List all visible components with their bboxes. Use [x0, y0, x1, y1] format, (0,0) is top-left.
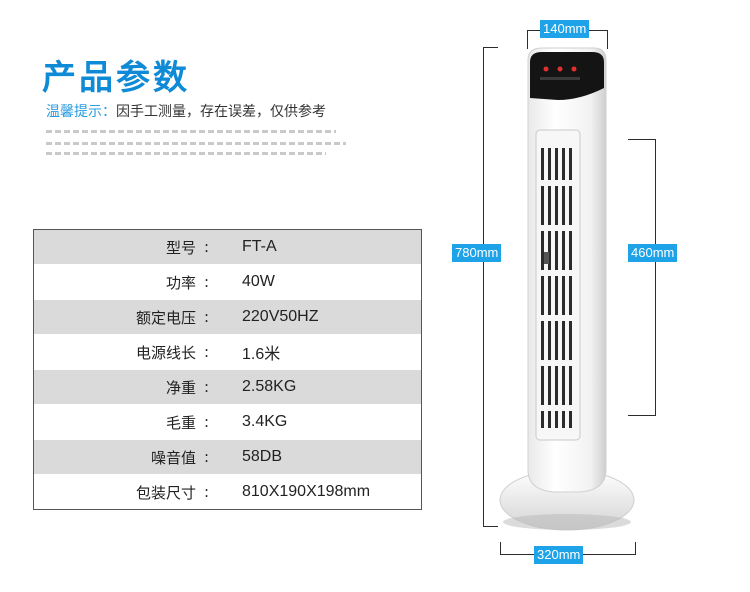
disclaimer: 温馨提示：因手工测量，存在误差，仅供参考	[46, 101, 326, 121]
spec-colon: :	[204, 343, 210, 361]
spec-row: 电源线长: 1.6米	[34, 335, 421, 370]
spec-value: 220V50HZ	[242, 308, 319, 325]
spec-value: 40W	[242, 273, 275, 290]
grille-height-bracket	[628, 139, 656, 416]
spec-colon: :	[204, 448, 210, 466]
spec-table: 型号: FT-A 功率: 40W 额定电压: 220V50HZ 电源线长: 1.6米 净…	[33, 229, 422, 510]
spec-key: 毛重	[165, 413, 196, 432]
spec-row: 噪音值: 58DB	[34, 440, 421, 475]
spec-colon: :	[204, 378, 210, 396]
spec-colon: :	[204, 413, 210, 431]
spec-colon: :	[204, 308, 210, 326]
spec-row: 额定电压: 220V50HZ	[34, 300, 421, 335]
height-label: 780mm	[452, 244, 502, 262]
spec-colon: :	[204, 483, 210, 501]
tower-fan-image	[499, 47, 635, 531]
spec-row: 型号: FT-A	[34, 230, 421, 265]
spec-value: FT-A	[242, 238, 277, 255]
spec-row: 净重: 2.58KG	[34, 370, 421, 405]
spec-row: 包装尺寸: 810X190X198mm	[34, 475, 421, 509]
fine-print-line	[46, 142, 346, 145]
fine-print-line	[46, 130, 336, 133]
spec-value: 810X190X198mm	[242, 483, 371, 500]
spec-key: 额定电压	[135, 308, 196, 327]
disclaimer-label: 温馨提示：	[46, 104, 116, 120]
page-title: 产品参数	[42, 58, 190, 98]
spec-key: 包装尺寸	[135, 483, 196, 502]
base-width-label: 320mm	[534, 546, 584, 564]
top-width-label: 140mm	[540, 20, 590, 38]
spec-value: 2.58KG	[242, 378, 297, 395]
spec-key: 噪音值	[150, 448, 196, 467]
spec-value: 3.4KG	[242, 413, 288, 430]
spec-row: 功率: 40W	[34, 265, 421, 300]
fine-print-line	[46, 152, 326, 155]
spec-row: 毛重: 3.4KG	[34, 405, 421, 440]
spec-key: 净重	[165, 378, 196, 397]
spec-value: 58DB	[242, 448, 283, 465]
grille-height-label: 460mm	[628, 244, 678, 262]
spec-colon: :	[204, 238, 210, 256]
spec-key: 功率	[165, 273, 196, 292]
spec-key: 型号	[165, 238, 196, 257]
disclaimer-text: 因手工测量，存在误差，仅供参考	[116, 104, 326, 120]
spec-colon: :	[204, 273, 210, 291]
spec-key: 电源线长	[135, 343, 196, 362]
height-bracket	[483, 47, 498, 527]
spec-value: 1.6米	[242, 346, 281, 363]
